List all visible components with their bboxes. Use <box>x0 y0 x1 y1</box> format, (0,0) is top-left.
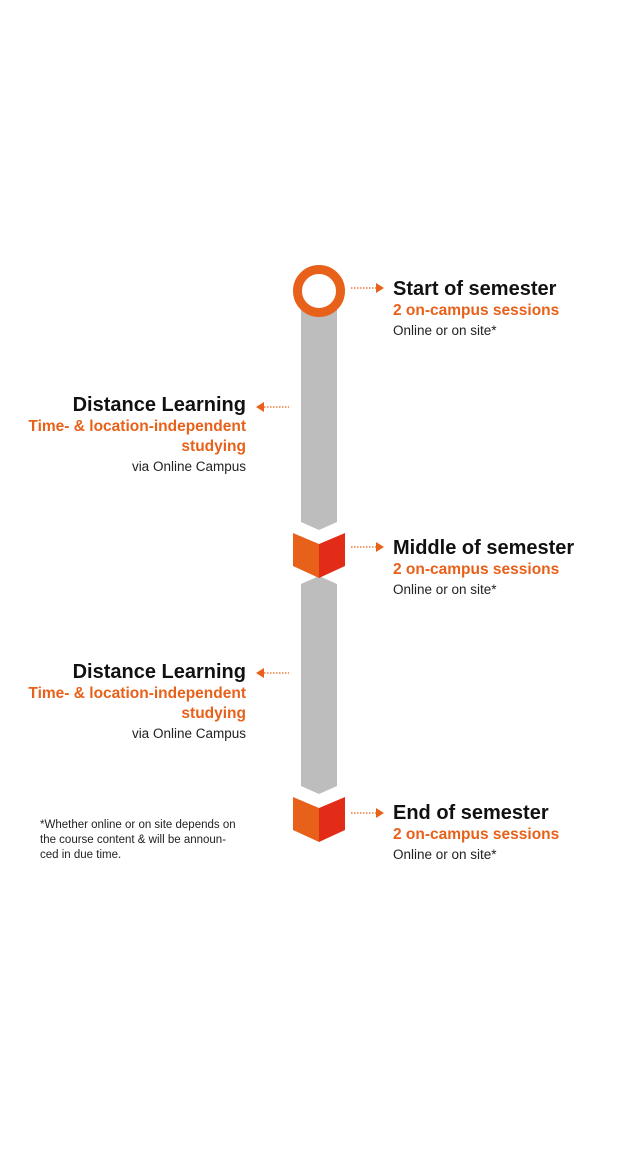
milestone-title: End of semester <box>393 802 549 824</box>
phase-title: Distance Learning <box>72 394 246 416</box>
milestone-middle: Middle of semester 2 on-campus sessions … <box>393 536 618 599</box>
milestone-title: Start of semester <box>393 278 557 300</box>
milestone-subtitle: 2 on-campus sessions <box>393 826 560 843</box>
milestone-note: Online or on site* <box>393 582 497 597</box>
connector-arrow-start <box>351 283 384 293</box>
phase-title: Distance Learning <box>72 661 246 683</box>
milestone-subtitle: 2 on-campus sessions <box>393 302 560 319</box>
phase-subtitle: Time- & location-independent studying <box>28 685 246 722</box>
milestone-end: End of semester 2 on-campus sessions Onl… <box>393 801 618 864</box>
phase-distance-learning-1: Distance Learning Time- & location-indep… <box>6 393 246 476</box>
middle-book-icon <box>293 533 345 578</box>
connector-arrow-phase-2 <box>256 668 289 678</box>
milestone-note: Online or on site* <box>393 323 497 338</box>
milestone-note: Online or on site* <box>393 847 497 862</box>
start-ring-icon <box>293 265 345 317</box>
footnote: *Whether online or on site depends on th… <box>40 819 236 861</box>
milestone-title: Middle of semester <box>393 537 575 559</box>
end-book-icon <box>293 797 345 842</box>
milestone-subtitle: 2 on-campus sessions <box>393 561 560 578</box>
connector-arrow-end <box>351 808 384 818</box>
timeline-bar-segment-2 <box>301 576 337 794</box>
connector-arrow-phase-1 <box>256 402 289 412</box>
phase-distance-learning-2: Distance Learning Time- & location-indep… <box>6 660 246 743</box>
connector-arrow-middle <box>351 542 384 552</box>
timeline-bar-segment-1 <box>301 305 337 530</box>
phase-subtitle: Time- & location-independent studying <box>28 418 246 455</box>
phase-note: via Online Campus <box>131 459 246 474</box>
phase-note: via Online Campus <box>131 726 246 741</box>
milestone-start: Start of semester 2 on-campus sessions O… <box>393 277 618 340</box>
